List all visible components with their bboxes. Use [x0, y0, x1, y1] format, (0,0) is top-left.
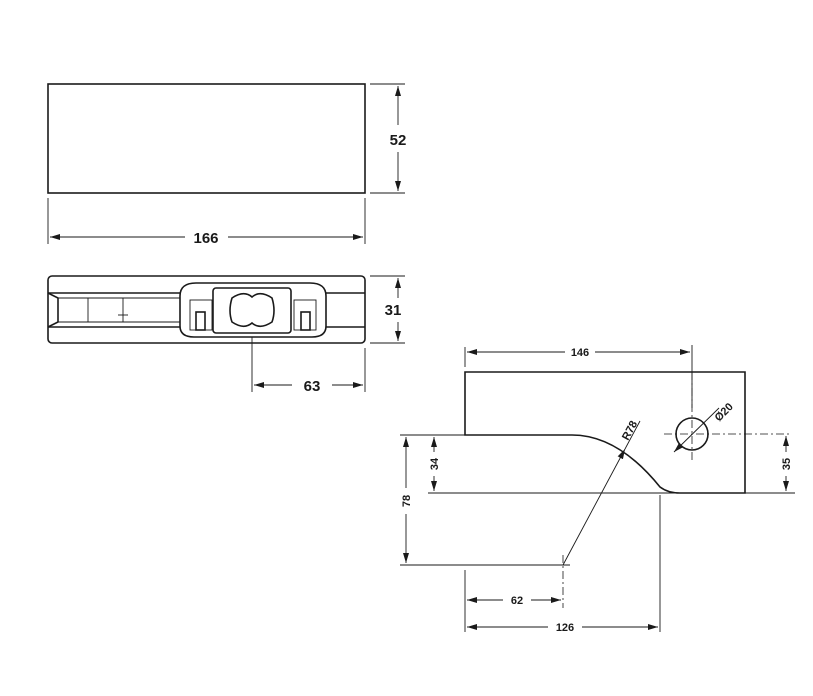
front-view-clamp-core	[212, 287, 292, 334]
top-view-width-label: 166	[193, 230, 218, 247]
front-view-clamp-knob	[229, 292, 275, 328]
side-view-bottom-width-label: 126	[556, 622, 574, 634]
side-view-top-width-label: 146	[571, 347, 589, 359]
side-view-left-height-label: 34	[429, 457, 441, 470]
side-view: Ø20 146 35 34 78 R78 62 126	[400, 345, 795, 634]
top-view: 52 166	[47, 83, 407, 247]
side-view-outline	[464, 371, 746, 494]
side-view-overall-height-label: 78	[401, 495, 413, 507]
side-view-radius-line	[562, 448, 626, 566]
front-view-height-label: 31	[385, 302, 402, 319]
top-view-outline	[47, 83, 366, 194]
side-view-right-height-label: 35	[781, 458, 793, 470]
front-view-outline	[47, 275, 366, 344]
front-view-clamp-plate-left	[189, 299, 213, 331]
front-view: 31 63	[47, 275, 405, 395]
front-view-clamp-plate-right	[293, 299, 317, 331]
front-view-offset-label: 63	[304, 378, 321, 395]
side-view-center-offset-label: 62	[511, 595, 523, 607]
top-view-height-label: 52	[390, 132, 407, 149]
side-view-hole-label: Ø20	[713, 401, 736, 424]
side-view-hole-dim-line	[673, 407, 720, 453]
side-view-radius-leader	[624, 420, 641, 450]
front-view-clamp-screw-left	[195, 311, 206, 331]
front-view-left-notch	[47, 292, 59, 328]
front-view-clamp-body	[179, 282, 327, 338]
side-view-radius-label: R78	[620, 419, 640, 442]
front-view-clamp-screw-right	[300, 311, 311, 331]
